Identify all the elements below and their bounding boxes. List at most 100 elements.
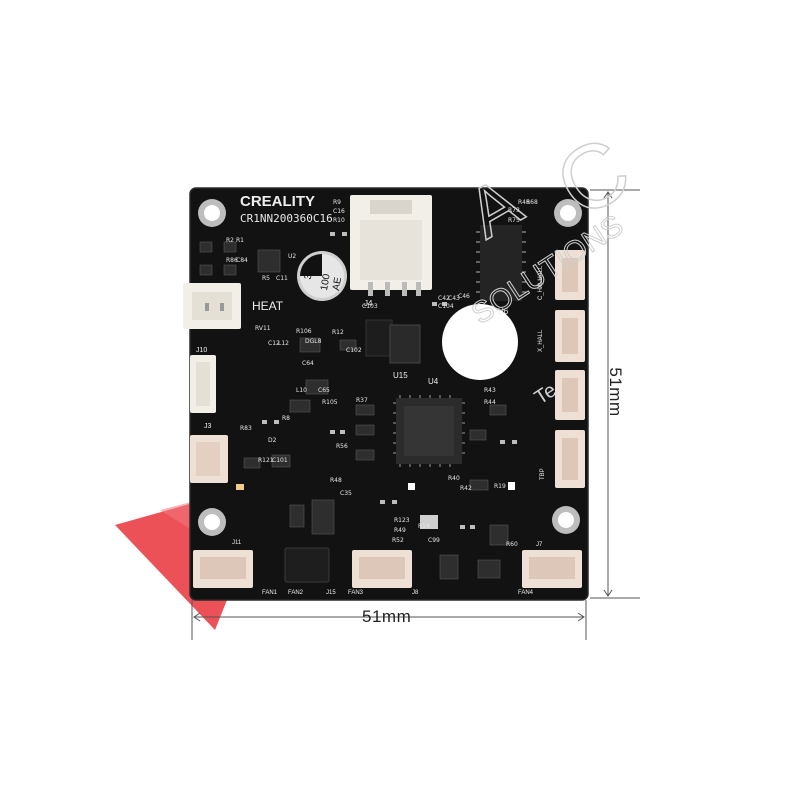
component-ref: C64 [302,360,314,367]
component-ref: L12 [278,340,289,347]
fan-connector-4 [522,550,582,588]
side-label-c-hall: C_HALL [538,277,544,300]
led-center [408,483,415,490]
smd-components [199,241,509,580]
pcb-board: CREALITY CR1NN200360C16 J4 35V 100 AE [183,187,589,601]
fan-connector-2 [284,547,330,583]
component-ref: R5 [262,275,270,282]
component-ref: R75 [508,217,520,224]
component-ref: C104 [438,303,454,310]
component-ref: R48 [330,477,342,484]
regulator-label: U15 [393,371,408,380]
fan-label-4: FAN4 [518,590,534,596]
component-ref: C16 [333,208,345,215]
connector-j4 [350,195,432,296]
brand-silkscreen: CREALITY [240,193,315,210]
jack-label-j8: J8 [412,590,419,596]
component-ref: R60 [506,541,518,548]
center-hole [442,304,518,380]
connector-j3 [190,435,228,483]
component-ref: R9 [333,199,341,206]
connector-j10 [190,355,216,413]
component-ref: R73 [508,207,520,214]
led-left [236,484,244,490]
crystal [420,515,438,529]
component-ref: R123 [394,517,410,524]
jack-label-j3: J3 [204,423,212,430]
regulator-u15 [365,319,421,364]
component-ref: DGL8 [305,338,322,345]
fan-label-3: FAN3 [348,590,364,596]
capacitor-voltage: 35V [303,261,317,281]
fan-label-2: FAN2 [288,590,304,596]
component-ref: R44 [484,399,496,406]
jst-connector-right-1 [555,250,585,300]
component-ref: C65 [318,387,330,394]
component-ref: C11 [276,275,288,282]
mounting-hole-tr [554,199,582,227]
component-ref: R49 [394,527,406,534]
electrolytic-capacitor: 35V 100 AE [297,251,347,301]
jack-label-j15: J15 [326,590,336,596]
component-ref: R46 [518,199,530,206]
component-ref: R10 [333,217,345,224]
component-ref: R106 [296,328,312,335]
part-number-silkscreen: CR1NN200360C16 [240,212,333,225]
jst-connector-right-2 [555,310,585,362]
component-ref: C43 [448,295,460,302]
small-pads [262,232,517,529]
main-chip-u4 [393,395,465,467]
component-ref: R105 [322,399,338,406]
driver-u6 [476,225,526,301]
chip-label: U4 [428,377,439,386]
fan-connector-3 [352,550,412,588]
component-ref: R8 [282,415,290,422]
capacitor-code: AE [331,276,344,291]
component-ref: R56 [336,443,348,450]
component-ref: C84 [236,257,248,264]
component-ref: D2 [268,437,277,444]
jst-connector-right-3 [555,370,585,420]
component-ref: R68 [526,199,538,206]
component-ref: R12 [332,329,344,336]
component-ref: C12 [268,340,280,347]
component-ref: C99 [428,537,440,544]
height-dimension-label: 51mm [606,367,625,417]
component-ref: R14 [418,523,430,530]
mounting-hole-tl [198,199,226,227]
component-ref: R86 [226,257,238,264]
side-label-tbp: TBP [540,468,546,480]
jack-label-j7: J7 [536,542,543,548]
component-ref: R43 [484,387,496,394]
component-ref: R42 [460,485,472,492]
component-ref: R52 [392,537,404,544]
component-ref: RV11 [255,325,271,332]
component-ref: C46 [458,293,470,300]
component-ref: R1 [236,237,244,244]
component-ref: U2 [288,253,296,260]
component-ref: C102 [346,347,362,354]
component-ref: R40 [448,475,460,482]
fan-connector-1 [193,550,253,588]
side-label-x-hall: X_HALL [538,329,544,352]
jack-label-j11: J11 [232,540,242,546]
driver-label: U6 [498,307,509,316]
width-dimension-label: 51mm [362,607,412,626]
side-label-y-hall: Y_HALL [538,265,544,288]
fan-label-1: FAN1 [262,590,278,596]
jst-connector-right-4 [555,430,585,488]
component-ref: C35 [340,490,352,497]
component-ref: C101 [272,457,288,464]
component-ref: C42 [438,295,450,302]
component-ref: R83 [240,425,252,432]
width-dimension [191,600,587,640]
heat-label: HEAT [252,299,284,313]
connector-j4-label: J4 [364,299,373,308]
component-ref: R19 [494,483,506,490]
heat-connector [183,283,241,329]
capacitor-value: 100 [319,273,333,292]
led-right [508,482,515,490]
component-ref: R37 [356,397,368,404]
